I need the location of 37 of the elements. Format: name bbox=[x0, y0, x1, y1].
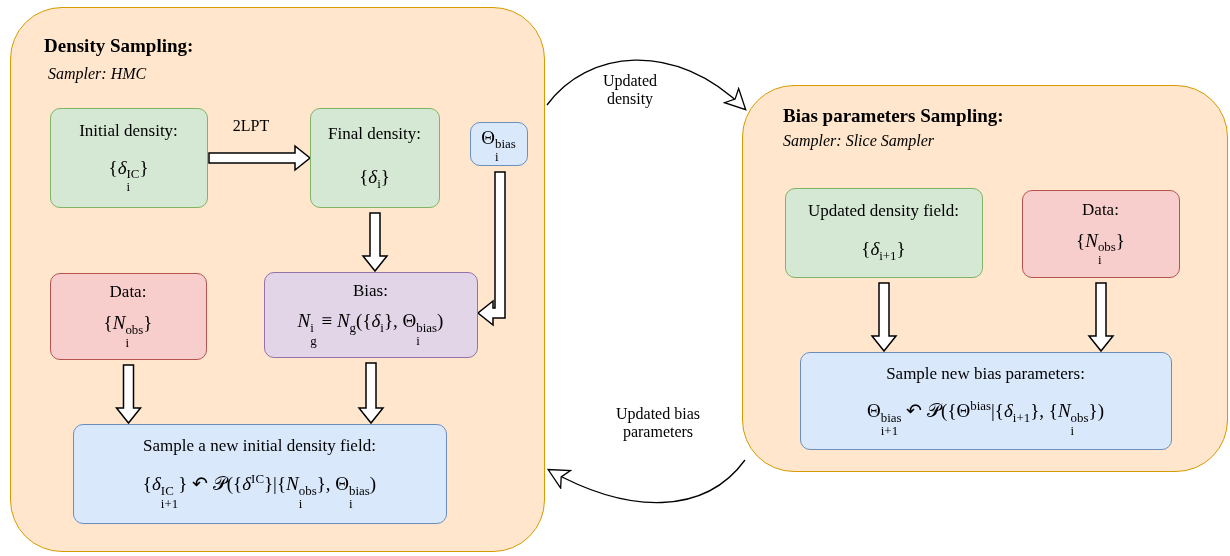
sampling-panel bbox=[10, 7, 545, 552]
box-heading: Bias: bbox=[353, 281, 388, 302]
block-arrow bbox=[870, 282, 898, 353]
data-box bbox=[49, 272, 207, 360]
process-box bbox=[469, 121, 528, 166]
block-arrow bbox=[476, 171, 506, 327]
box-heading: Data: bbox=[109, 282, 147, 303]
box-heading: Final density: bbox=[328, 123, 421, 144]
sampler-label: Sampler: Slice Sampler bbox=[783, 132, 935, 150]
box-heading: Sample a new initial density field: bbox=[143, 436, 376, 457]
block-arrow bbox=[208, 144, 312, 172]
box-heading: Data: bbox=[1082, 199, 1119, 220]
block-arrow bbox=[361, 212, 389, 273]
block-arrow bbox=[357, 362, 385, 425]
curved-arrow bbox=[546, 59, 747, 111]
density-box bbox=[49, 107, 208, 208]
box-heading: Updated density field: bbox=[807, 201, 960, 222]
edge-label: Updated bias parameters bbox=[615, 405, 701, 442]
sampling-panel bbox=[742, 85, 1228, 472]
process-box bbox=[72, 423, 447, 524]
formula: {δ$_{i}$} bbox=[359, 165, 390, 192]
block-arrow bbox=[1087, 282, 1115, 353]
block-arrow bbox=[114, 364, 143, 425]
sampler-label: Sampler: HMC bbox=[48, 65, 147, 83]
data-box bbox=[1021, 189, 1180, 278]
panel-title: Density Sampling: bbox=[44, 35, 194, 57]
edge-label: 2LPT bbox=[231, 117, 271, 136]
density-box bbox=[784, 187, 983, 278]
box-heading: Initial density: bbox=[79, 120, 178, 141]
curved-arrow bbox=[547, 459, 746, 504]
bias-box bbox=[263, 271, 478, 358]
box-heading: Sample new bias parameters: bbox=[886, 363, 1085, 384]
formula: {δ$_{i+1}$} bbox=[861, 238, 906, 264]
edge-label: Updated density bbox=[601, 72, 659, 109]
panel-title: Bias parameters Sampling: bbox=[783, 105, 1004, 127]
process-box bbox=[799, 351, 1172, 450]
density-box bbox=[309, 107, 440, 208]
